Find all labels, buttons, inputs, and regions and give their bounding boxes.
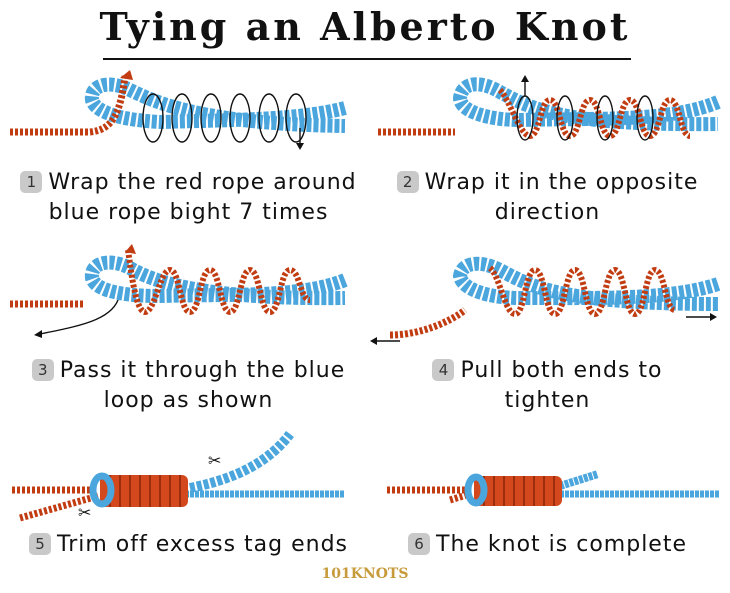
caption-line: Wrap it in the opposite [424,170,699,195]
step-6-illustration [387,470,720,507]
step-5-illustration: ✂ ✂ [12,430,345,522]
step-3-illustration [10,244,348,338]
step-1-illustration [10,70,347,150]
caption-line: loop as shown [103,388,274,413]
caption-line: The knot is complete [436,532,687,557]
step-4-illustration [370,256,721,345]
caption-line: Wrap the red rope around [48,170,357,195]
caption-line: Trim off excess tag ends [56,532,349,557]
svg-text:✂: ✂ [78,503,91,522]
step-number-badge: 3 [31,359,54,381]
step-number-badge: 5 [28,533,51,555]
page-title: Tying an Alberto Knot [99,4,631,49]
caption-line: blue rope bight 7 times [48,200,329,225]
step-number-badge: 2 [396,171,419,193]
brand-logo: 101KNOTS [321,566,409,582]
title-underline [103,58,631,60]
caption-line: direction [494,200,601,225]
step-number-badge: 1 [20,171,43,193]
caption-line: Pass it through the blue [59,358,346,383]
caption-line: tighten [504,388,591,413]
step-number-badge: 4 [432,359,455,381]
step-number-badge: 6 [408,533,430,555]
caption-line: Pull both ends to [460,358,663,383]
svg-text:✂: ✂ [208,451,221,470]
step-2-illustration [378,75,721,141]
step-6-caption: 6 The knot is complete [365,530,730,560]
